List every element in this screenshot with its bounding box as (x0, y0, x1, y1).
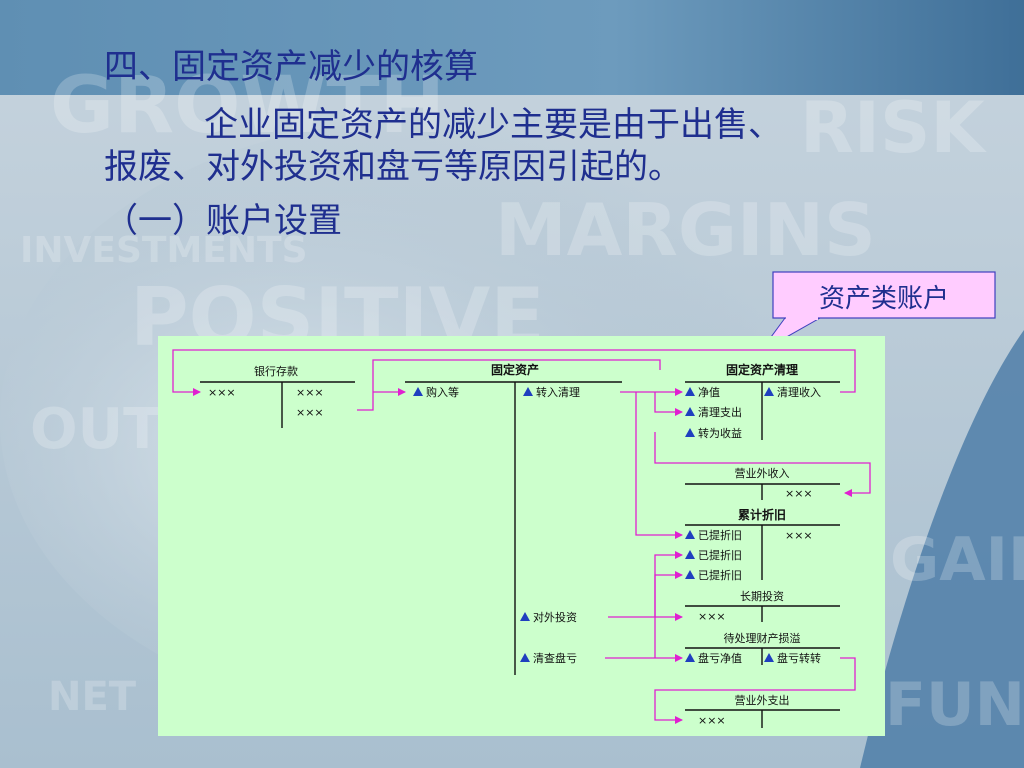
non-op-expense-value: ××× (698, 714, 726, 727)
bg-word: GAINS (890, 525, 1024, 595)
callout-join (786, 316, 818, 320)
paragraph-line: 报废、对外投资和盘亏等原因引起的。 (104, 147, 682, 187)
triangle-marker (764, 387, 774, 396)
pending-debit-entry: 盘亏净值 (698, 651, 742, 665)
triangle-marker (685, 428, 695, 437)
clearance-credit-entry: 清理收入 (777, 385, 821, 399)
clearance-debit-entry: 净值 (698, 385, 720, 399)
fa-credit-entry: 清查盘亏 (533, 651, 577, 665)
bg-word: NET (48, 674, 137, 720)
bank-debit-value: ××× (208, 386, 236, 399)
top-band (0, 0, 1024, 95)
bank-credit-value: ××× (296, 406, 324, 419)
triangle-marker (685, 653, 695, 662)
bg-word: GROWTH (50, 61, 445, 151)
corner-swoosh (860, 330, 1024, 768)
clearance-debit-entry: 清理支出 (698, 405, 742, 419)
fa-clearance-title: 固定资产清理 (726, 362, 798, 377)
fa-credit-entry: 对外投资 (533, 610, 577, 624)
diagram-panel (158, 336, 885, 736)
triangle-marker (520, 612, 530, 621)
depreciation-credit-value: ××× (785, 529, 813, 542)
subheading: （一）账户设置 (104, 201, 342, 241)
non-op-income-value: ××× (785, 487, 813, 500)
slide-title: 四、固定资产减少的核算 (104, 47, 478, 87)
fa-debit-entry: 购入等 (426, 385, 459, 399)
non-op-income-title: 营业外收入 (735, 466, 790, 480)
depreciation-debit-entry: 已提折旧 (698, 528, 742, 542)
account-diagram: 银行存款 固定资产 固定资产清理 营业外收入 累计折旧 长期投资 待处理财产损溢… (158, 336, 885, 736)
triangle-marker (523, 387, 533, 396)
non-op-expense-title: 营业外支出 (735, 693, 790, 707)
lt-investment-title: 长期投资 (740, 589, 784, 603)
triangle-marker (520, 653, 530, 662)
triangle-marker (764, 653, 774, 662)
bg-word: RISK (800, 87, 987, 169)
fixed-assets-title: 固定资产 (491, 362, 539, 377)
bank-account-title: 银行存款 (254, 364, 298, 378)
callout-label: 资产类账户 (818, 283, 949, 314)
triangle-marker (685, 530, 695, 539)
fa-credit-entry: 转入清理 (536, 385, 580, 399)
depreciation-debit-entry: 已提折旧 (698, 548, 742, 562)
lt-investment-value: ××× (698, 610, 726, 623)
pending-credit-entry: 盘亏转转 (777, 651, 821, 665)
depreciation-debit-entry: 已提折旧 (698, 568, 742, 582)
triangle-marker (685, 570, 695, 579)
bank-credit-value: ××× (296, 386, 324, 399)
paragraph-line: 企业固定资产的减少主要是由于出售、 (204, 105, 782, 145)
bg-word: FUNDS (885, 670, 1024, 740)
bg-word: MARGINS (495, 188, 876, 272)
clearance-debit-entry: 转为收益 (698, 426, 742, 440)
callout-box (772, 271, 996, 319)
pending-loss-title: 待处理财产损溢 (724, 631, 801, 645)
triangle-marker (413, 387, 423, 396)
callout (759, 271, 996, 353)
triangle-marker (685, 550, 695, 559)
flow-arrows (172, 349, 871, 724)
triangle-marker (685, 407, 695, 416)
triangle-marker (685, 387, 695, 396)
t-account-lines (200, 381, 840, 728)
acc-depreciation-title: 累计折旧 (738, 507, 786, 522)
bg-word: INVESTMENTS (20, 230, 308, 271)
